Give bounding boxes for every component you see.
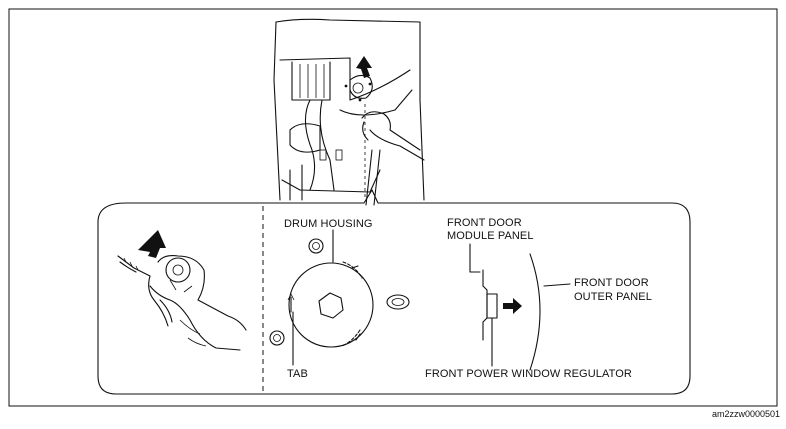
door-overview-illustration [273,18,425,206]
cross-section-illustration [469,243,571,371]
module-panel-label-line1: FRONT DOOR [447,217,522,229]
outer-panel-section [529,253,541,371]
outer-panel-label-line2: OUTER PANEL [574,291,652,303]
hand-tool-illustration [117,230,247,351]
drum-center-hub [318,292,344,319]
detail-callout-frame [97,189,691,395]
drum-housing [288,262,374,348]
regulator-block [486,293,498,319]
module-panel-section [482,269,488,341]
drum-housing-illustration [269,229,410,366]
outer-panel-label-line1: FRONT DOOR [574,277,649,289]
drum-housing-label: DRUM HOUSING [284,218,373,230]
figure-border [8,8,778,407]
push-arrow-icon [356,56,372,78]
move-arrow-icon [503,298,522,314]
tab-label: TAB [287,368,308,380]
rotate-arrow-icon [138,230,166,258]
regulator-label: FRONT POWER WINDOW REGULATOR [425,368,632,380]
module-panel-label-line2: MODULE PANEL [447,230,534,242]
figure-code: am2zzw0000501 [711,409,780,419]
